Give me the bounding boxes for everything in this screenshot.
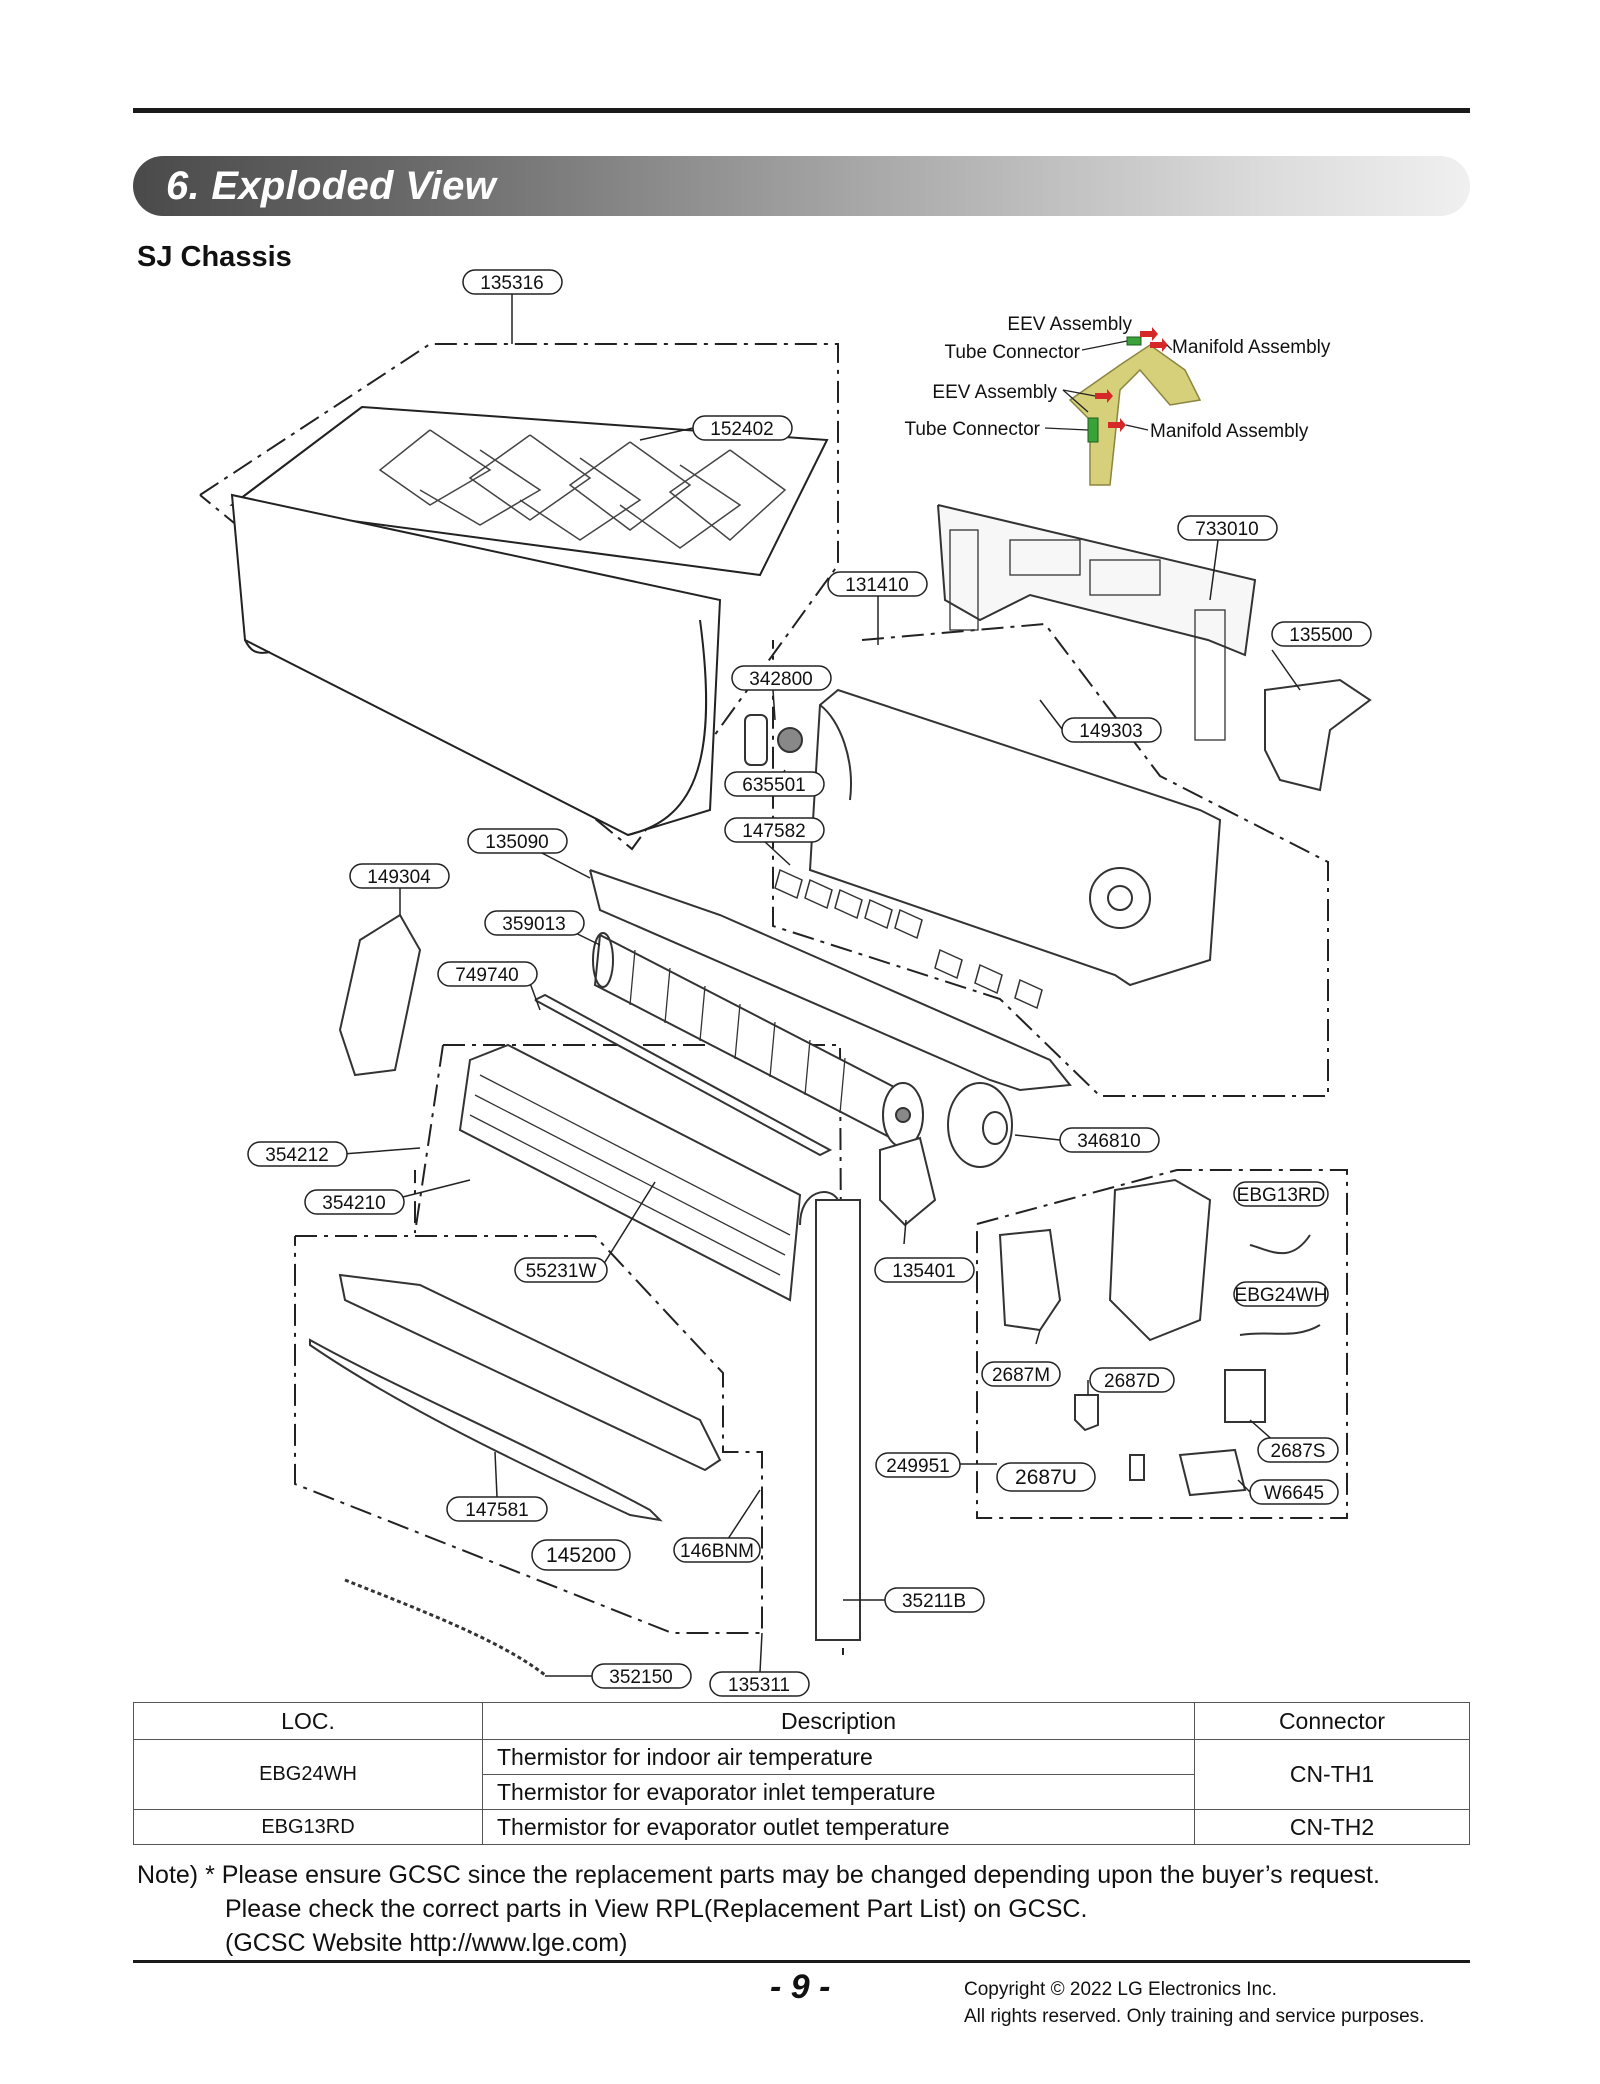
note-line-2: Please check the correct parts in View R… [225, 1895, 1088, 1923]
section-title: 6. Exploded View [166, 164, 497, 208]
callout-342800: 342800 [749, 669, 812, 690]
callout-149303: 149303 [1079, 721, 1142, 742]
table-cell-description: Thermistor for indoor air temperature [482, 1739, 1195, 1775]
drain-strip-drawing [534, 993, 833, 1157]
callout-135316: 135316 [480, 273, 543, 294]
top-rule [133, 108, 1470, 113]
callout-147582: 147582 [742, 821, 805, 842]
callout-149304: 149304 [367, 867, 431, 888]
callout-EBG13RD: EBG13RD [1237, 1185, 1326, 1206]
callout-2687M: 2687M [992, 1365, 1050, 1386]
table-row: Thermistor for evaporator inlet temperat… [134, 1774, 1470, 1810]
callout-labels: 135316 152402 733010 131410 135500 34280… [265, 273, 1352, 1696]
chassis-group-outline [772, 622, 1329, 1097]
callout-346810: 346810 [1077, 1131, 1140, 1152]
callout-55231W: 55231W [526, 1261, 597, 1282]
callout-135311: 135311 [728, 1675, 790, 1696]
callout-131410: 131410 [845, 575, 908, 596]
cabinet-group-outline [199, 343, 839, 851]
table-cell-connector: CN-TH1 [1194, 1739, 1470, 1810]
table-row: EBG13RD Thermistor for evaporator outlet… [133, 1809, 1470, 1845]
fan-drawing [592, 932, 924, 1148]
control-box-drawing [998, 1178, 1321, 1497]
page-number: - 9 - [770, 1968, 831, 2006]
manifold-illustration [1068, 344, 1202, 486]
bottom-rule [133, 1960, 1470, 1963]
discharge-group-outline [294, 1235, 763, 1634]
callout-354212: 354212 [265, 1145, 328, 1166]
exploded-view-diagram: EEV Assembly Tube Connector Manifold Ass… [199, 269, 1372, 1697]
callout-733010: 733010 [1195, 519, 1258, 540]
callout-bubbles [247, 269, 1372, 1697]
discharge-drawing [309, 1273, 722, 1522]
copyright: Copyright © 2022 LG Electronics Inc. All… [964, 1976, 1424, 2030]
motor-holder-drawing [879, 1136, 937, 1227]
drain-hose-drawing [344, 1578, 546, 1677]
table-row: EBG24WH Thermistor for indoor air temper… [133, 1739, 1470, 1810]
callout-EBG24WH: EBG24WH [1235, 1285, 1328, 1306]
evaporator-drawing [458, 1043, 802, 1302]
part-drawings [229, 405, 1372, 1677]
note-block: Note) * Please ensure GCSC since the rep… [137, 1858, 1380, 1960]
callout-146BNM: 146BNM [680, 1541, 754, 1562]
callout-145200: 145200 [546, 1544, 616, 1567]
callout-359013: 359013 [502, 914, 565, 935]
callout-2687D: 2687D [1104, 1371, 1160, 1392]
copyright-line-2: All rights reserved. Only training and s… [964, 2006, 1425, 2027]
thermistor-table: LOC. Description Connector EBG24WH Therm… [133, 1702, 1470, 1845]
callout-249951: 249951 [886, 1456, 949, 1477]
callout-135090: 135090 [485, 832, 548, 853]
table-cell-connector: CN-TH2 [1194, 1809, 1470, 1845]
table-cell-loc: EBG24WH [133, 1739, 483, 1810]
callout-2687U: 2687U [1015, 1466, 1077, 1489]
note-line-3: (GCSC Website http://www.lge.com) [225, 1929, 628, 1957]
header-description: Description [482, 1702, 1195, 1740]
small-motor-drawing [744, 714, 803, 766]
control-box-group-outline [976, 1169, 1348, 1519]
table-cell-loc: EBG13RD [133, 1809, 483, 1845]
tube-connector-lower [1087, 417, 1099, 443]
chassis-drawing [774, 688, 1222, 1010]
cover-rear-drawing [937, 504, 1257, 741]
note-line-1: Note) * Please ensure GCSC since the rep… [137, 1861, 1380, 1889]
callout-749740: 749740 [455, 965, 518, 986]
callout-354210: 354210 [322, 1193, 385, 1214]
callout-W6645: W6645 [1264, 1483, 1324, 1504]
top-cover-drawing [229, 405, 829, 577]
side-bracket-drawing [338, 913, 422, 1077]
callout-635501: 635501 [742, 775, 805, 796]
table-header-row: LOC. Description Connector [133, 1702, 1470, 1740]
section-banner: 6. Exploded View [133, 156, 1470, 216]
pipe-drawing [799, 1191, 861, 1641]
header-connector: Connector [1194, 1702, 1470, 1740]
bearing-drawing [947, 1082, 1013, 1168]
callout-135401: 135401 [892, 1261, 955, 1282]
eev-assembly-label-lower: EEV Assembly [932, 382, 1057, 403]
callout-2687S: 2687S [1271, 1441, 1326, 1462]
tube-connector-label-lower: Tube Connector [904, 419, 1040, 440]
eev-notes-drawing: EEV Assembly Tube Connector Manifold Ass… [904, 314, 1331, 486]
front-panel-drawing [230, 493, 722, 837]
eev-assembly-label-upper: EEV Assembly [1007, 314, 1132, 335]
tube-connector-upper [1126, 336, 1142, 346]
callout-35211B: 35211B [902, 1591, 966, 1612]
table-cell-description: Thermistor for evaporator outlet tempera… [482, 1809, 1195, 1845]
callout-135500: 135500 [1289, 625, 1352, 646]
motor-cover-drawing [1264, 678, 1372, 792]
header-loc: LOC. [133, 1702, 483, 1740]
manifold-assembly-label-lower: Manifold Assembly [1150, 421, 1309, 442]
tube-connector-label-upper: Tube Connector [944, 342, 1080, 363]
callout-152402: 152402 [710, 419, 773, 440]
guide-vane-drawing [589, 869, 1072, 1092]
table-cell-description: Thermistor for evaporator inlet temperat… [482, 1774, 1195, 1810]
callout-147581: 147581 [465, 1500, 528, 1521]
chassis-title: SJ Chassis [137, 241, 292, 273]
manifold-assembly-label-upper: Manifold Assembly [1172, 337, 1331, 358]
copyright-line-1: Copyright © 2022 LG Electronics Inc. [964, 1979, 1277, 2000]
callout-352150: 352150 [609, 1667, 672, 1688]
